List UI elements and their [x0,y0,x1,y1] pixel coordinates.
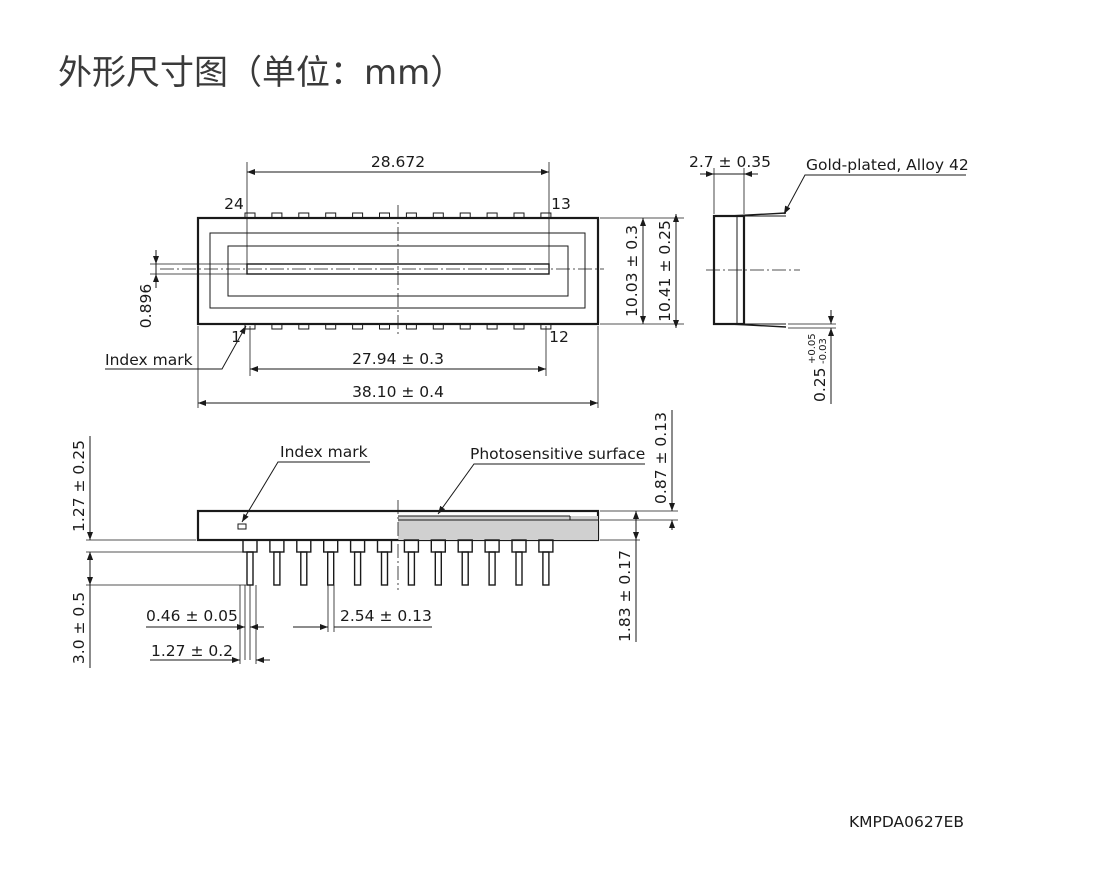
dim-0-46: 0.46 ± 0.05 [146,607,238,625]
front-view: Index mark Photosensitive surface 0.87 ±… [70,410,678,668]
dim-0-25-plus: +0.05 [807,333,818,364]
photosensitive-leader [437,463,645,515]
dim-0-896: 0.896 [137,284,155,328]
front-lead [376,539,393,586]
dim-0-87: 0.87 ± 0.13 [652,412,670,504]
dim-2-54: 2.54 ± 0.13 [340,607,432,625]
front-lead [538,539,554,586]
front-lead [511,539,527,586]
window-outer [209,232,586,309]
drawing-code: KMPDA0627EB [849,813,964,831]
dim-1-83: 1.83 ± 0.17 [616,550,634,642]
front-lead [484,539,500,586]
front-lead [430,539,446,586]
front-lead [269,539,285,586]
front-lead [296,539,312,586]
side-view: 2.7 ± 0.35 Gold-plated, Alloy 42 0.25 +0… [689,153,969,404]
top-view: 28.672 24 13 1 12 0.896 Index mark 27.94… [105,153,684,408]
dim-1-27-025: 1.27 ± 0.25 [70,440,88,532]
pin-label-13: 13 [551,195,571,213]
front-lead [349,539,366,586]
index-mark-leader-front [241,461,370,523]
pin-label-1: 1 [231,328,241,346]
dim-10-41: 10.41 ± 0.25 [656,220,674,322]
index-mark-label-top: Index mark [105,351,193,369]
dim-2-7: 2.7 ± 0.35 [689,153,771,171]
dim-0-25-minus: -0.03 [818,338,829,364]
index-mark-leader-top [105,325,247,370]
dim-3-0: 3.0 ± 0.5 [70,592,88,664]
front-lead [457,539,473,586]
dim-1-27-02: 1.27 ± 0.2 [151,642,233,660]
photosensitive-label: Photosensitive surface [470,445,645,463]
dim-27-94: 27.94 ± 0.3 [352,350,444,368]
front-leads [242,539,554,586]
lead-note: Gold-plated, Alloy 42 [806,156,969,174]
pin-label-24: 24 [224,195,244,213]
dim-28-672: 28.672 [371,153,425,171]
index-mark-label-front: Index mark [280,443,368,461]
dim-0-25: 0.25 [811,367,829,402]
pin-label-12: 12 [549,328,569,346]
dim-10-03: 10.03 ± 0.3 [623,225,641,317]
front-lead [403,539,420,586]
index-mark-square [237,523,247,530]
front-lead [323,539,339,586]
front-lead [242,539,258,586]
dim-38-10: 38.10 ± 0.4 [352,383,444,401]
page-title: 外形尺寸图（单位：mm） [58,53,464,93]
